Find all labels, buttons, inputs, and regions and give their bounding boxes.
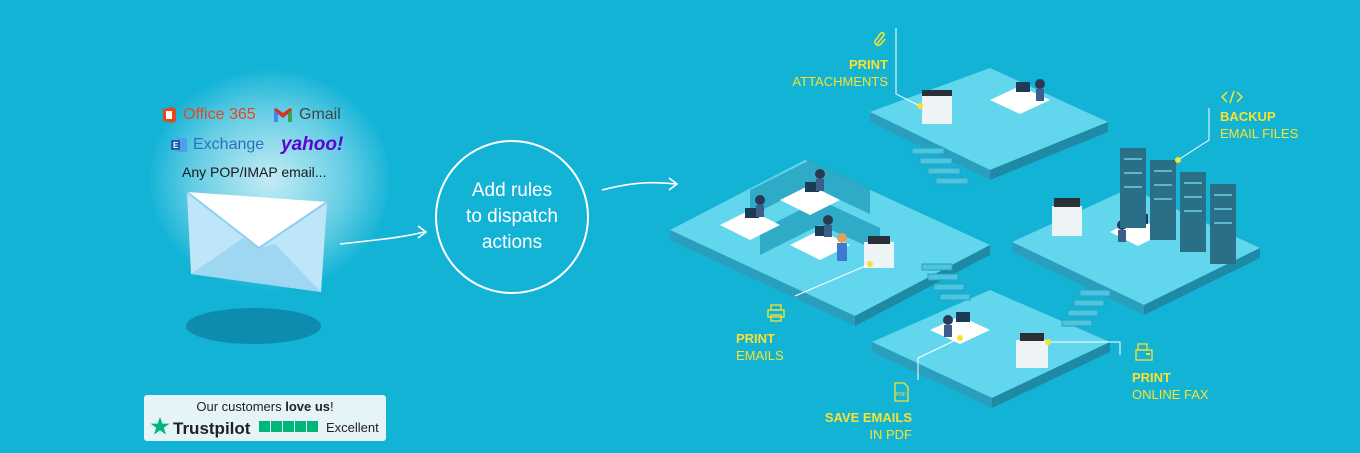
trustpilot-name: Trustpilot xyxy=(173,418,251,438)
exchange-logo: E Exchange xyxy=(170,136,264,154)
rules-circle: Add rules to dispatch actions xyxy=(435,140,589,294)
backup-label: BACKUP EMAIL FILES xyxy=(1220,108,1298,142)
gmail-label: Gmail xyxy=(299,106,341,123)
save-pdf-subtitle: IN PDF xyxy=(869,427,912,442)
print-emails-subtitle: EMAILS xyxy=(736,348,784,363)
tagline-bold: love us xyxy=(285,399,331,414)
rules-line-2: to dispatch xyxy=(466,206,558,227)
trustpilot-badge[interactable]: Our customers love us! Trustpilot Excell… xyxy=(144,395,386,441)
rating-star-icon xyxy=(259,421,270,432)
exchange-label: Exchange xyxy=(193,136,265,153)
trustpilot-tagline: Our customers love us! xyxy=(144,399,386,414)
svg-text:E: E xyxy=(173,141,179,150)
gmail-icon xyxy=(272,106,294,124)
save-pdf-label: SAVE EMAILS IN PDF xyxy=(790,409,912,443)
envelope-icon xyxy=(186,191,328,292)
save-pdf-title: SAVE EMAILS xyxy=(824,410,912,425)
print-fax-label: PRINT ONLINE FAX xyxy=(1132,369,1209,403)
office-icon xyxy=(160,106,178,124)
printer-icon xyxy=(766,304,786,325)
print-fax-title: PRINT xyxy=(1132,370,1171,385)
print-fax-subtitle: ONLINE FAX xyxy=(1132,387,1209,402)
print-emails-title: PRINT xyxy=(736,331,775,346)
trustpilot-rating-label: Excellent xyxy=(326,420,379,435)
svg-text:PDF: PDF xyxy=(896,392,906,398)
print-attachments-title: PRINT xyxy=(849,57,888,72)
envelope-shadow xyxy=(186,308,321,344)
rating-star-icon xyxy=(307,421,318,432)
gmail-logo: Gmail xyxy=(272,106,341,124)
backup-subtitle: EMAIL FILES xyxy=(1220,126,1299,141)
print-emails-label: PRINT EMAILS xyxy=(736,330,784,364)
pdf-file-icon: PDF xyxy=(892,382,910,405)
print-attachments-subtitle: ATTACHMENTS xyxy=(792,74,888,89)
print-attachments-label: PRINT ATTACHMENTS xyxy=(760,56,888,90)
tagline-post: ! xyxy=(330,399,334,414)
rating-star-icon xyxy=(283,421,294,432)
code-icon xyxy=(1220,90,1244,107)
trustpilot-star-icon xyxy=(150,416,170,441)
rating-star-icon xyxy=(295,421,306,432)
any-email-label: Any POP/IMAP email... xyxy=(182,164,327,180)
rules-line-1: Add rules xyxy=(471,180,553,201)
yahoo-logo: yahoo! xyxy=(281,134,343,156)
exchange-icon: E xyxy=(170,136,188,154)
paperclip-icon xyxy=(872,30,888,51)
trustpilot-brand: Trustpilot xyxy=(150,416,250,441)
yahoo-label: yahoo! xyxy=(281,134,344,155)
office365-logo: Office 365 xyxy=(160,106,256,124)
fax-icon xyxy=(1134,343,1154,364)
backup-title: BACKUP xyxy=(1220,109,1276,124)
office-scene-illustration xyxy=(670,28,1260,408)
office365-label: Office 365 xyxy=(183,106,256,123)
tagline-pre: Our customers xyxy=(196,399,286,414)
rating-star-icon xyxy=(271,421,282,432)
trustpilot-rating-stars xyxy=(259,421,318,432)
rules-line-3: actions xyxy=(481,232,543,253)
